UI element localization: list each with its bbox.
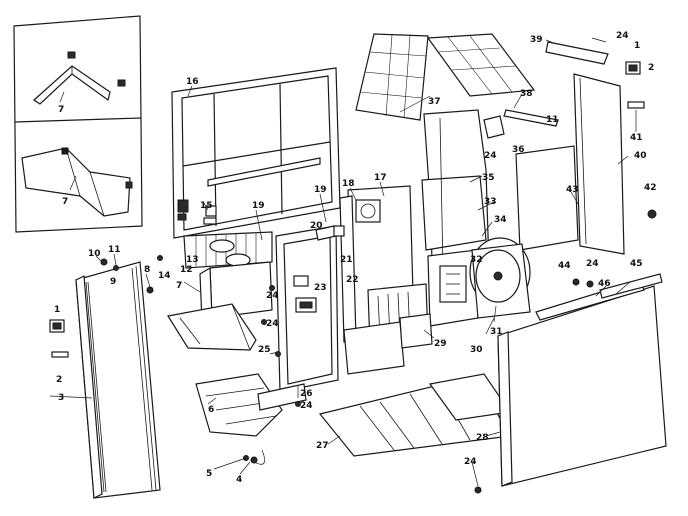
callout-11: 11	[108, 245, 121, 255]
callout-44: 44	[558, 261, 571, 271]
callout-34: 34	[494, 215, 507, 225]
rear-panel-assembly	[503, 41, 657, 255]
callout-24: 24	[300, 401, 313, 411]
heat-exchanger-grilles	[355, 33, 536, 121]
callout-3: 3	[58, 393, 64, 403]
callout-42: 42	[644, 183, 657, 193]
leader-lines	[183, 37, 637, 487]
filter-frame	[171, 67, 341, 239]
callout-33: 33	[484, 197, 497, 207]
callout-24: 24	[266, 319, 279, 329]
callout-2: 2	[648, 63, 654, 73]
callout-30: 30	[470, 345, 483, 355]
callout-5: 5	[206, 469, 212, 479]
callout-22: 22	[346, 275, 359, 285]
callout-45: 45	[630, 259, 643, 269]
callout-36: 36	[512, 145, 525, 155]
callout-6: 6	[208, 405, 214, 415]
callout-15: 15	[200, 201, 213, 211]
callout-24: 24	[616, 31, 629, 41]
drain-chute	[167, 303, 257, 351]
callout-43: 43	[566, 185, 579, 195]
callout-9: 9	[110, 277, 116, 287]
base-frame	[195, 373, 307, 465]
callout-28: 28	[476, 433, 489, 443]
callout-1: 1	[54, 305, 60, 315]
callout-24: 24	[586, 259, 599, 269]
front-door-panel	[497, 273, 667, 487]
callout-21: 21	[340, 255, 353, 265]
callout-4: 4	[236, 475, 242, 485]
callout-8: 8	[144, 265, 150, 275]
inset-detail-box	[13, 15, 143, 233]
callout-25: 25	[258, 345, 271, 355]
callout-14: 14	[158, 271, 171, 281]
callout-31: 31	[490, 327, 503, 337]
callout-18: 18	[342, 179, 355, 189]
callout-2: 2	[56, 375, 62, 385]
callout-27: 27	[316, 441, 329, 451]
callout-1: 1	[634, 41, 640, 51]
callout-29: 29	[434, 339, 447, 349]
callout-19: 19	[252, 201, 265, 211]
callout-19: 19	[314, 185, 327, 195]
callout-39: 39	[530, 35, 543, 45]
callout-24: 24	[484, 151, 497, 161]
callout-41: 41	[630, 133, 643, 143]
callout-26: 26	[300, 389, 313, 399]
callout-7: 7	[176, 281, 182, 291]
callout-24: 24	[266, 291, 279, 301]
callout-24: 24	[464, 457, 477, 467]
callout-17: 17	[374, 173, 387, 183]
callout-40: 40	[634, 151, 647, 161]
bottom-tray	[318, 373, 512, 457]
part-callouts: 1 2 3 10 11 9 8 8 7 7 7 14 12 13 15 16 1…	[54, 31, 657, 485]
callout-8: 8	[62, 147, 68, 157]
callout-7: 7	[58, 105, 64, 115]
callout-32: 32	[470, 255, 483, 265]
blower-assembly	[469, 237, 531, 319]
inner-vertical-panels	[339, 185, 433, 375]
callout-12: 12	[180, 265, 193, 275]
left-side-panel	[49, 253, 161, 499]
callout-35: 35	[482, 173, 495, 183]
callout-23: 23	[314, 283, 327, 293]
callout-16: 16	[186, 77, 199, 87]
callout-37: 37	[428, 97, 441, 107]
callout-46: 46	[598, 279, 611, 289]
callout-38: 38	[520, 89, 533, 99]
callout-11: 11	[546, 115, 559, 125]
callout-10: 10	[88, 249, 101, 259]
callout-7: 7	[62, 197, 68, 207]
inner-front-panel	[275, 225, 339, 393]
callout-20: 20	[310, 221, 323, 231]
callout-13: 13	[186, 255, 199, 265]
small-hardware	[157, 115, 594, 494]
